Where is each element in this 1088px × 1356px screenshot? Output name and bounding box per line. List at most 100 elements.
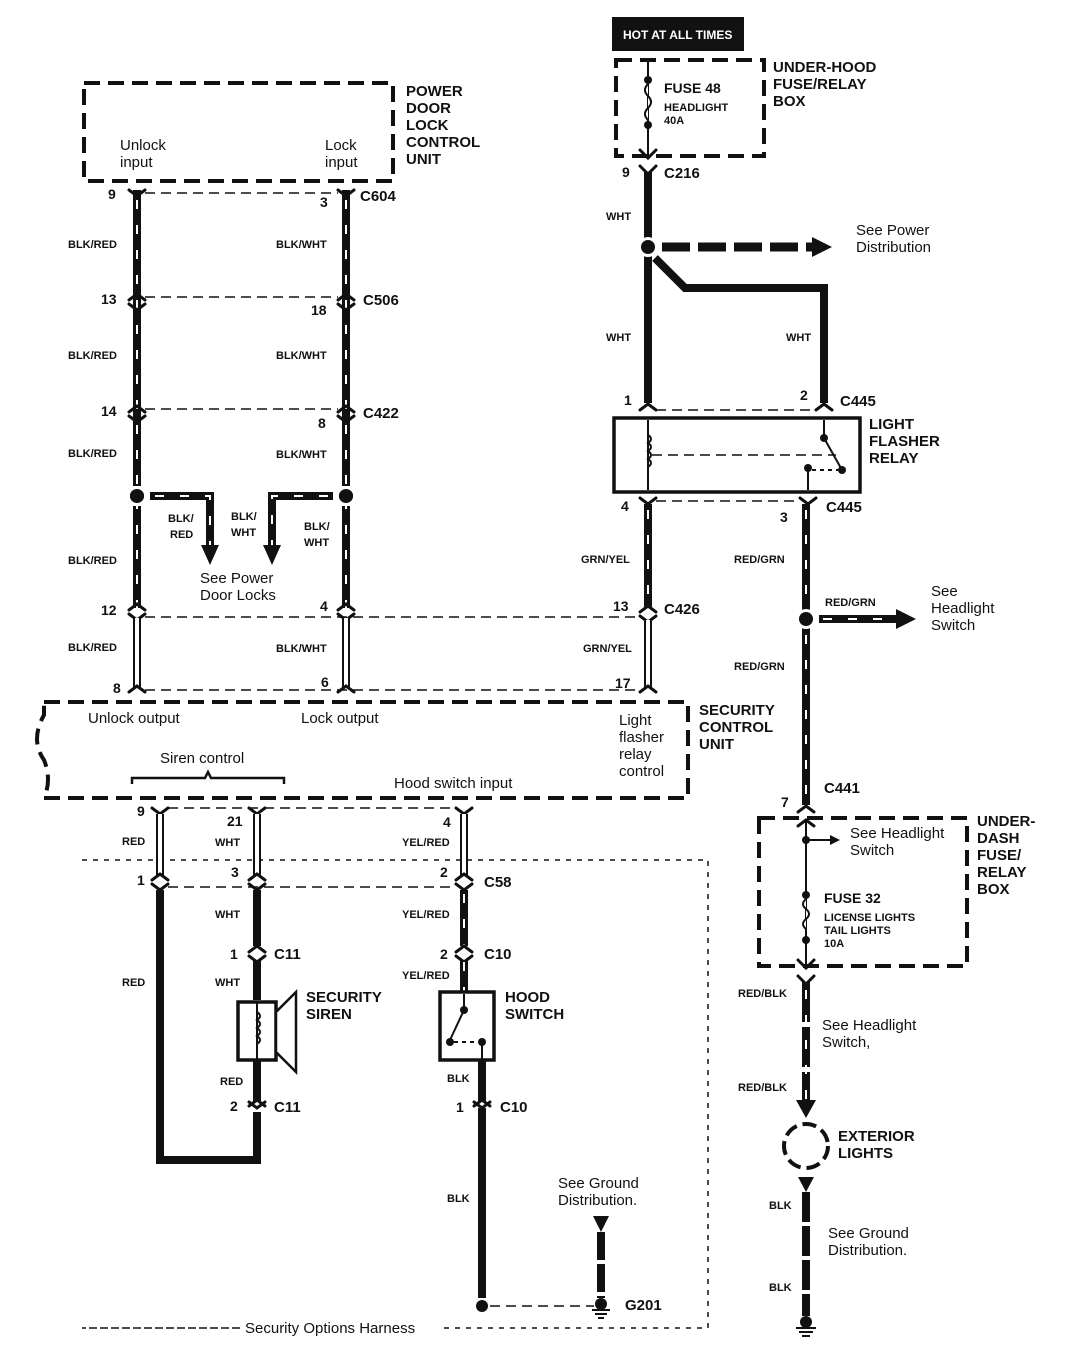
- see-ground-distribution-note: See Ground: [828, 1225, 909, 1242]
- arrow-right-icon: [896, 609, 916, 629]
- wire-color-label: RED: [170, 529, 193, 541]
- lock-output-label: Lock output: [301, 710, 379, 727]
- arrow-down-icon: [593, 1216, 609, 1232]
- wire-color-label: WHT: [231, 527, 256, 539]
- pin-label: 4: [443, 814, 451, 830]
- splice-headlight: [799, 612, 813, 626]
- pin-label: 6: [321, 674, 329, 690]
- see-headlight-switch-note: Switch,: [822, 1034, 870, 1051]
- wire-color-label: BLK/RED: [68, 448, 117, 460]
- see-headlight-switch-note: Headlight: [931, 600, 995, 617]
- pin-label: 13: [613, 598, 629, 614]
- power-door-lock-control-unit: Unlock input Lock input POWER DOOR LOCK …: [82, 81, 480, 183]
- under-dash-title-2: DASH: [977, 830, 1020, 847]
- under-hood-box: [614, 58, 766, 158]
- arrow-down-icon: [201, 545, 219, 565]
- see-ground-distribution-note: Distribution.: [558, 1192, 637, 1209]
- under-dash-title-4: RELAY: [977, 864, 1026, 881]
- fuse-32-desc: LICENSE LIGHTS: [824, 912, 915, 924]
- wire-color-label: YEL/RED: [402, 970, 450, 982]
- hood-switch-icon: [438, 990, 496, 1062]
- pin-label: 7: [781, 794, 789, 810]
- light-flasher-control-label: flasher: [619, 729, 664, 746]
- pin-label: 3: [231, 864, 239, 880]
- fuse-48-desc: HEADLIGHT: [664, 102, 728, 114]
- pin-label: 2: [800, 387, 808, 403]
- wire-color-label: GRN/YEL: [581, 554, 630, 566]
- pin-label: 3: [780, 509, 788, 525]
- scu-title-1: SECURITY: [699, 702, 775, 719]
- wire-color-label: BLK: [769, 1282, 792, 1294]
- wht-wire-2[interactable]: [652, 255, 828, 403]
- pin-label: 9: [108, 186, 116, 202]
- wire-color-label: BLK/: [231, 511, 257, 523]
- under-hood-fuse-relay-box: HOT AT ALL TIMES FUSE 48 HEADLIGHT 40A U…: [612, 17, 876, 161]
- wire-color-label: YEL/RED: [402, 909, 450, 921]
- wire-color-label: RED: [220, 1076, 243, 1088]
- pin-label: 13: [101, 291, 117, 307]
- fuse-48-label: FUSE 48: [664, 80, 721, 96]
- hot-at-all-times-badge: [612, 17, 744, 51]
- pin-label: 2: [440, 946, 448, 962]
- see-headlight-switch-note: Switch: [850, 842, 894, 859]
- wire-color-label: RED/GRN: [825, 597, 876, 609]
- exterior-lights-title-2: LIGHTS: [838, 1145, 893, 1162]
- scu-title-3: UNIT: [699, 736, 734, 753]
- wire-color-label: GRN/YEL: [583, 643, 632, 655]
- pin-label: 2: [440, 864, 448, 880]
- wire-color-label: BLK/RED: [68, 642, 117, 654]
- fuse-32-label: FUSE 32: [824, 890, 881, 906]
- light-flasher-control-label: Light: [619, 712, 652, 729]
- pin-label: 3: [320, 194, 328, 210]
- pin-label: 4: [621, 498, 629, 514]
- fuse-icon: [802, 898, 810, 930]
- hood-switch-title-1: HOOD: [505, 989, 550, 1006]
- wire-color-label: RED: [122, 977, 145, 989]
- wire-color-label: RED/GRN: [734, 661, 785, 673]
- connector-c604: C604: [360, 188, 397, 205]
- siren-control-brace: [130, 769, 286, 784]
- hot-at-all-times-label: HOT AT ALL TIMES: [623, 28, 732, 42]
- pin-label: 9: [137, 803, 145, 819]
- relay-title-2: FLASHER: [869, 433, 940, 450]
- see-headlight-switch-note: See Headlight: [850, 825, 945, 842]
- relay-coil-icon: [646, 434, 652, 468]
- security-siren-title-2: SIREN: [306, 1006, 352, 1023]
- wire-color-label: BLK/RED: [68, 555, 117, 567]
- pin-label: 8: [113, 680, 121, 696]
- wire-color-label: BLK/WHT: [276, 239, 327, 251]
- relay-switch-icon: [823, 437, 843, 471]
- pin-label: 4: [320, 598, 328, 614]
- pin-label: 12: [101, 602, 117, 618]
- under-hood-title-3: BOX: [773, 93, 806, 110]
- siren-control-label: Siren control: [160, 750, 244, 767]
- white-feed-wires: 9 C216 WHT See Power Distribution WHT WH…: [606, 164, 931, 412]
- connector-c216: C216: [664, 165, 700, 182]
- connector-c10-top: C10: [484, 946, 512, 963]
- wire-color-label: BLK/WHT: [276, 350, 327, 362]
- arrow-right-icon: [812, 237, 832, 257]
- ground-splice: [476, 1300, 488, 1312]
- light-flasher-control-label: relay: [619, 746, 652, 763]
- arrow-right-icon: [830, 835, 840, 845]
- connector-c58: C58: [484, 874, 512, 891]
- connector-c445-top: C445: [840, 393, 876, 410]
- scu-title-2: CONTROL: [699, 719, 773, 736]
- connector-c506: C506: [363, 292, 399, 309]
- pdl-unit-title-5: UNIT: [406, 151, 441, 168]
- harness-border: [82, 859, 709, 1329]
- under-hood-title-2: FUSE/RELAY: [773, 76, 867, 93]
- connector-c11-top: C11: [274, 946, 301, 963]
- red-wire[interactable]: [156, 890, 261, 1164]
- wire-color-label: RED/BLK: [738, 1082, 787, 1094]
- unlock-input-label-1: Unlock: [120, 137, 166, 154]
- unlock-output-label: Unlock output: [88, 710, 181, 727]
- wire-color-label: BLK: [447, 1193, 470, 1205]
- wire-color-label: WHT: [215, 909, 240, 921]
- pin-label: 1: [137, 872, 145, 888]
- fuse-icon: [644, 83, 652, 121]
- pdl-unit-title-1: POWER: [406, 83, 463, 100]
- fuse-32-desc: TAIL LIGHTS: [824, 925, 891, 937]
- wire-color-label: RED/BLK: [738, 988, 787, 1000]
